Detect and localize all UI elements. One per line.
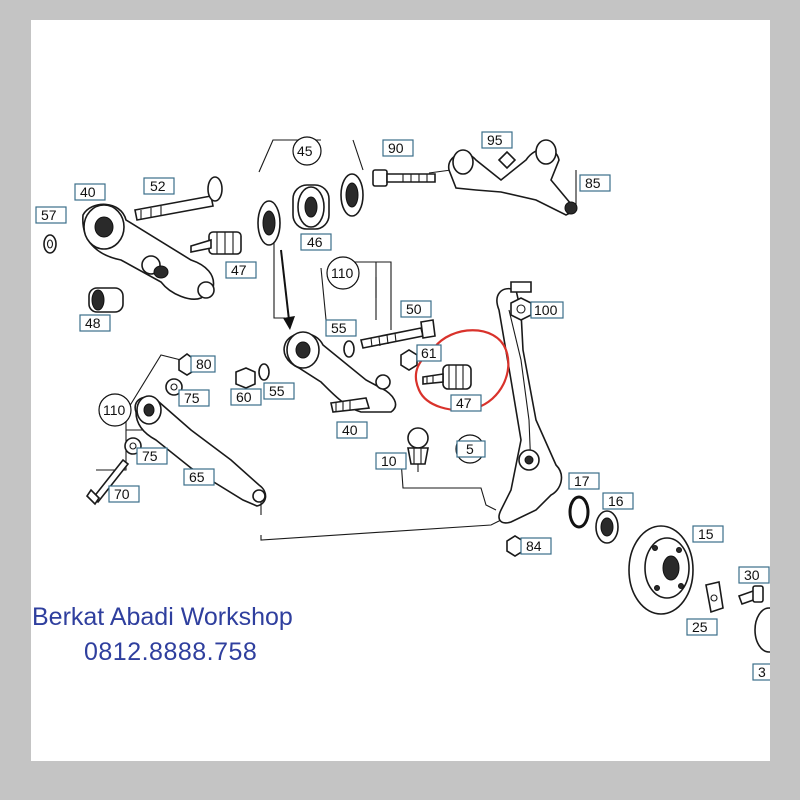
upper-arm-85 xyxy=(448,139,578,216)
svg-text:48: 48 xyxy=(85,315,101,331)
svg-text:55: 55 xyxy=(269,383,285,399)
label-50: 50 xyxy=(400,300,432,318)
svg-text:100: 100 xyxy=(534,302,558,318)
svg-text:60: 60 xyxy=(236,389,252,405)
label-95: 95 xyxy=(481,131,513,149)
label-3: 3 xyxy=(752,663,770,681)
label-47-upper: 47 xyxy=(225,261,257,279)
svg-text:47: 47 xyxy=(456,395,472,411)
watermark-phone-number: 0812.8888.758 xyxy=(84,638,258,666)
label-75-bottom: 75 xyxy=(136,447,168,465)
label-52: 52 xyxy=(143,177,175,195)
label-46: 46 xyxy=(300,233,332,251)
svg-text:52: 52 xyxy=(150,178,166,194)
bolt-70 xyxy=(85,458,130,506)
svg-text:80: 80 xyxy=(196,356,212,372)
label-55-mid: 55 xyxy=(263,382,295,400)
steering-knuckle xyxy=(496,281,563,524)
washer-57 xyxy=(43,234,57,254)
svg-text:75: 75 xyxy=(142,448,158,464)
svg-text:10: 10 xyxy=(381,453,397,469)
nut-100 xyxy=(510,297,532,321)
svg-text:5: 5 xyxy=(466,441,474,457)
label-84: 84 xyxy=(520,537,552,555)
label-110-bottom: 110 xyxy=(98,393,132,427)
bolt-90 xyxy=(372,169,436,187)
label-30: 30 xyxy=(738,566,770,584)
seal-17 xyxy=(568,495,590,529)
parts-diagram-sheet: 40 52 57 47 48 45 46 90 95 85 110 55 50 … xyxy=(31,20,770,761)
svg-text:90: 90 xyxy=(388,140,404,156)
svg-text:65: 65 xyxy=(189,469,205,485)
svg-text:50: 50 xyxy=(406,301,422,317)
disc-3-partial xyxy=(754,607,770,653)
ball-joint-10 xyxy=(407,427,429,472)
label-80: 80 xyxy=(190,355,216,373)
label-57: 57 xyxy=(35,206,67,224)
svg-text:55: 55 xyxy=(331,320,347,336)
label-47-highlighted: 47 xyxy=(450,394,482,412)
label-10: 10 xyxy=(375,452,407,470)
control-arm-40-center xyxy=(283,331,397,413)
control-arm-40-left xyxy=(82,203,215,300)
svg-text:3: 3 xyxy=(758,664,766,680)
bolt-30 xyxy=(737,585,764,606)
label-85: 85 xyxy=(579,174,611,192)
label-40-left: 40 xyxy=(74,183,106,201)
lower-arm-65 xyxy=(134,395,267,515)
svg-text:57: 57 xyxy=(41,207,57,223)
bolt-52 xyxy=(134,176,223,221)
svg-text:110: 110 xyxy=(331,265,354,281)
svg-text:17: 17 xyxy=(574,473,590,489)
svg-text:84: 84 xyxy=(526,538,542,554)
label-15: 15 xyxy=(692,525,724,543)
label-40-center: 40 xyxy=(336,421,368,439)
svg-text:70: 70 xyxy=(114,486,130,502)
clip-25 xyxy=(705,581,724,614)
wheel-hub-15 xyxy=(628,525,694,615)
watermark-shop-name: Berkat Abadi Workshop xyxy=(32,603,293,631)
label-5: 5 xyxy=(455,434,486,464)
svg-text:61: 61 xyxy=(421,345,437,361)
label-45: 45 xyxy=(292,136,322,166)
label-55-top: 55 xyxy=(325,319,357,337)
label-60: 60 xyxy=(230,388,262,406)
label-65: 65 xyxy=(183,468,215,486)
label-17: 17 xyxy=(568,472,600,490)
bushing-set-45-46 xyxy=(257,173,364,246)
ball-joint-47-upper xyxy=(190,231,242,255)
svg-text:47: 47 xyxy=(231,262,247,278)
label-61: 61 xyxy=(416,344,442,362)
callout-labels: 40 52 57 47 48 45 46 90 95 85 110 55 50 … xyxy=(35,131,770,681)
svg-text:40: 40 xyxy=(80,184,96,200)
svg-text:45: 45 xyxy=(297,143,313,159)
label-16: 16 xyxy=(602,492,634,510)
nut-61 xyxy=(400,349,418,371)
svg-text:40: 40 xyxy=(342,422,358,438)
label-100: 100 xyxy=(530,301,564,319)
bushing-48 xyxy=(88,287,124,313)
suspension-exploded-diagram: 40 52 57 47 48 45 46 90 95 85 110 55 50 … xyxy=(35,131,770,681)
svg-text:85: 85 xyxy=(585,175,601,191)
svg-text:25: 25 xyxy=(692,619,708,635)
svg-text:75: 75 xyxy=(184,390,200,406)
svg-text:46: 46 xyxy=(307,234,323,250)
bearing-16 xyxy=(595,510,619,544)
nut-60 xyxy=(235,367,256,389)
label-110-top: 110 xyxy=(326,256,360,290)
label-90: 90 xyxy=(382,139,414,157)
label-25: 25 xyxy=(686,618,718,636)
washer-55 xyxy=(258,340,355,381)
svg-text:15: 15 xyxy=(698,526,714,542)
svg-text:95: 95 xyxy=(487,132,503,148)
svg-text:110: 110 xyxy=(103,402,126,418)
label-75-top: 75 xyxy=(178,389,210,407)
label-48: 48 xyxy=(79,314,111,332)
ball-joint-47-highlighted xyxy=(422,364,472,390)
bolt-50 xyxy=(360,319,436,349)
svg-text:16: 16 xyxy=(608,493,624,509)
label-70: 70 xyxy=(108,485,140,503)
svg-text:30: 30 xyxy=(744,567,760,583)
